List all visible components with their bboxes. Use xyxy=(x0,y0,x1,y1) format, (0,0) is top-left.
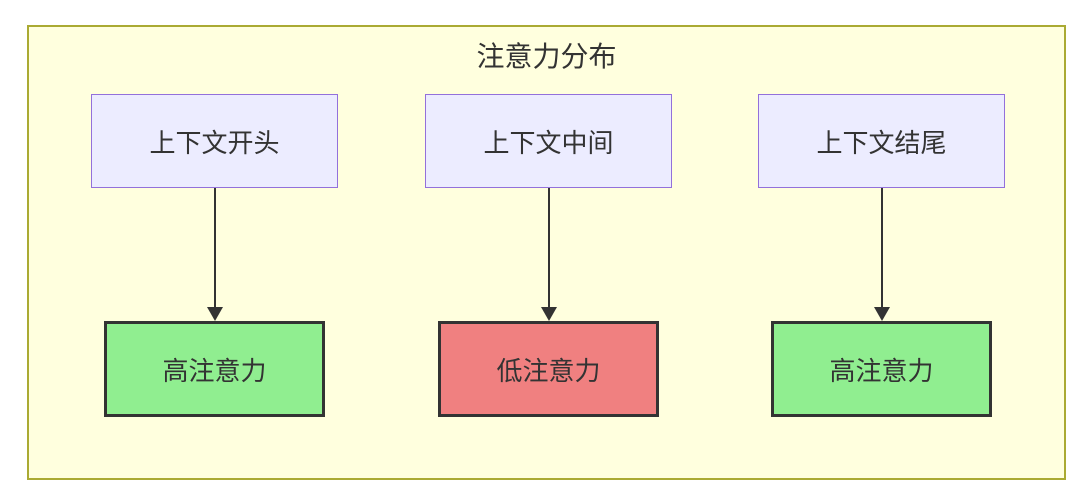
node-high-attention-2: 高注意力 xyxy=(771,321,992,417)
arrow-down-icon xyxy=(873,188,890,321)
node-high-attention-1: 高注意力 xyxy=(104,321,325,417)
arrow-head xyxy=(540,307,557,321)
node-context-start: 上下文开头 xyxy=(91,94,338,188)
arrow-down-icon xyxy=(206,188,223,321)
node-context-end: 上下文结尾 xyxy=(758,94,1005,188)
arrow-down-icon xyxy=(540,188,557,321)
flow-column-context-start: 上下文开头 高注意力 xyxy=(91,94,338,417)
diagram-title: 注意力分布 xyxy=(476,41,617,72)
node-context-middle: 上下文中间 xyxy=(425,94,672,188)
flow-column-context-end: 上下文结尾 高注意力 xyxy=(758,94,1005,417)
arrow-shaft xyxy=(213,188,216,307)
attention-distribution-container: 注意力分布 上下文开头 高注意力 上下文中间 低注意力 上下文结尾 高注意力 xyxy=(27,25,1066,480)
arrow-shaft xyxy=(547,188,550,307)
arrow-shaft xyxy=(880,188,883,307)
node-low-attention: 低注意力 xyxy=(438,321,659,417)
arrow-head xyxy=(873,307,890,321)
arrow-head xyxy=(206,307,223,321)
flow-column-context-middle: 上下文中间 低注意力 xyxy=(425,94,672,417)
